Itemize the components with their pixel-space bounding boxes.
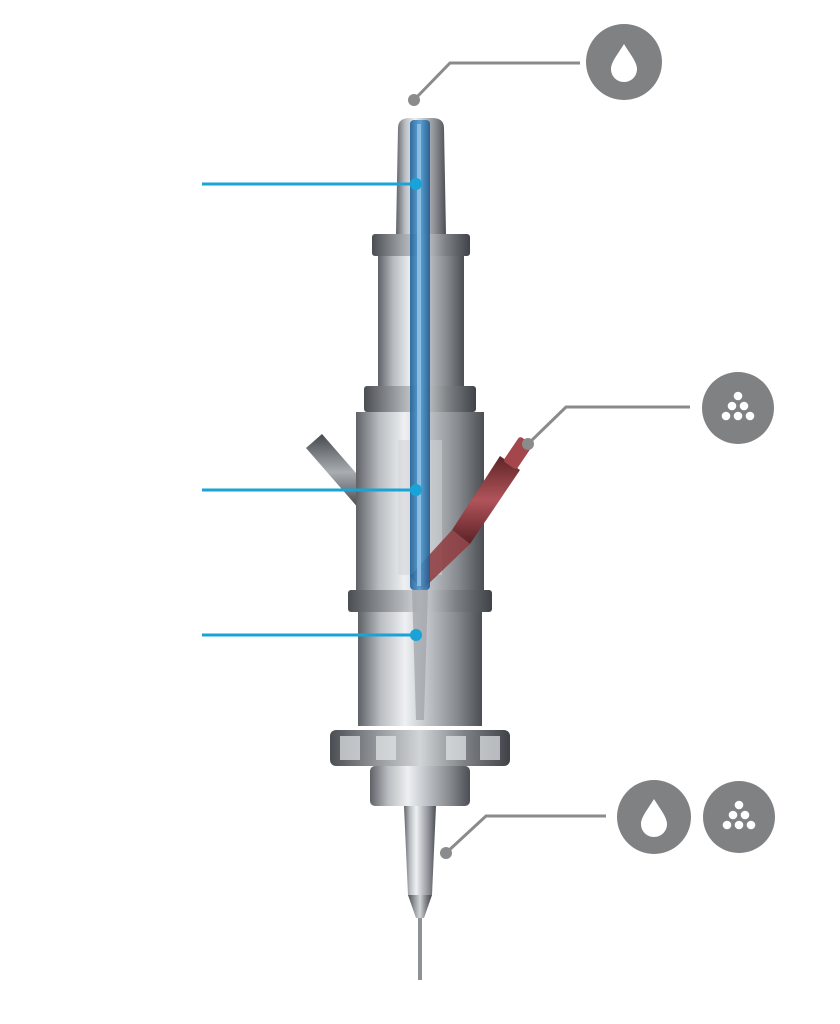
- knurled-nut: [330, 730, 510, 766]
- leader-lines-blue: [202, 178, 422, 641]
- leader-abrasive-inlet: [522, 405, 690, 450]
- water-drop-icon: [586, 24, 662, 100]
- leader-output: [440, 814, 606, 859]
- leader-mixing-chamber: [202, 629, 422, 641]
- leader-lines-gray: [408, 61, 690, 859]
- water-channel-highlight: [417, 124, 421, 586]
- abrasive-particles-icon: [702, 372, 774, 444]
- focusing-tube: [404, 806, 436, 895]
- abrasive-particles-icon: [703, 781, 775, 853]
- mixing-channel: [412, 590, 428, 720]
- water-drop-icon: [617, 780, 691, 854]
- leader-inlet: [202, 178, 422, 190]
- focusing-tube-tip: [408, 895, 432, 918]
- leader-water-inlet: [408, 61, 580, 106]
- nozzle-nut: [370, 766, 470, 806]
- leader-orifice: [202, 484, 422, 496]
- water-jet-stream: [418, 918, 422, 980]
- cutting-head-body: [306, 118, 532, 980]
